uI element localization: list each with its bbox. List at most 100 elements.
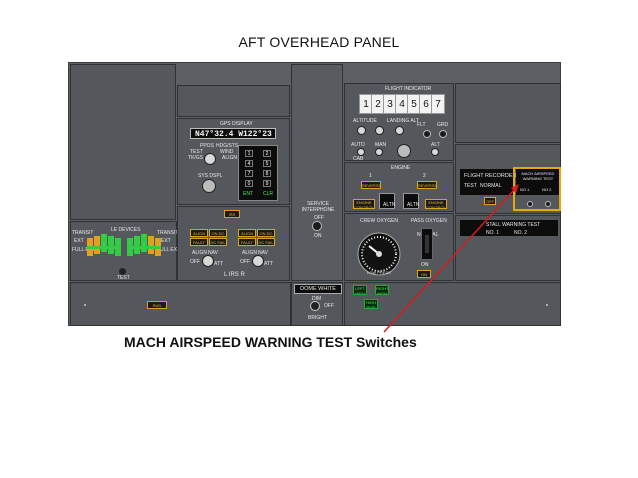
pass-oxygen-switch-guard[interactable]: [421, 228, 433, 260]
irs-right-align-light: ALIGN: [238, 229, 256, 237]
irs-display-selector-knob[interactable]: [204, 153, 216, 165]
le-test-switch[interactable]: [119, 268, 126, 275]
irs-right-nav-label: NAV: [258, 250, 268, 256]
le-devices-lights: [87, 234, 161, 256]
gps-display: N47°32.4 W122°23: [190, 128, 276, 139]
pressure-label-1: ALTITUDE: [353, 118, 377, 124]
stall-warning-label: STALL WARNING TEST: [486, 222, 541, 228]
key-5[interactable]: 5: [263, 160, 271, 167]
flt-grd-switch[interactable]: [423, 130, 431, 138]
irs-right-fault-light: FAULT: [238, 238, 256, 246]
mach-airspeed-no1-label: NO 1: [520, 187, 530, 192]
mach-airspeed-test-switch-1[interactable]: [527, 201, 533, 207]
pressure-label-3: FLT: [417, 122, 426, 128]
engine-1-eec-switch[interactable]: ALTN: [379, 193, 395, 209]
irs-right-align-label: ALIGN: [242, 250, 258, 256]
irs-annunciator: IRS: [224, 210, 240, 218]
stall-warning-no2-label: NO. 2: [514, 230, 528, 236]
dome-white-switch[interactable]: [310, 301, 320, 311]
landing-alt-knob[interactable]: [395, 126, 404, 135]
dome-white-label-plate: DOME WHITE: [294, 284, 342, 294]
irs-lr-label: L IRS R: [224, 272, 245, 278]
blank-panel-upper: [177, 85, 290, 117]
page-title: AFT OVERHEAD PANEL: [238, 34, 400, 50]
altitude-knob[interactable]: [357, 126, 366, 135]
dome-white-label: DOME WHITE: [300, 286, 336, 292]
blank-panel-left: [70, 64, 176, 220]
engine-1-label: 1: [369, 173, 372, 179]
high-rise-light: HIGH RISE: [364, 299, 378, 309]
le-devices-module: LE DEVICES TRANSIT EXT FULL EXT TRANSIT …: [70, 221, 181, 281]
flight-recorder-normal-label: NORMAL: [480, 183, 502, 189]
dome-white-module: DOME WHITE DIM OFF BRIGHT: [291, 282, 343, 326]
irs-right-mode-selector[interactable]: [252, 255, 264, 267]
pressure-knob-3[interactable]: [357, 148, 365, 156]
key-1[interactable]: 1: [245, 150, 253, 157]
irs-right-ondc-light: ON DC: [257, 229, 275, 237]
altitude-wheel-3[interactable]: 3: [383, 94, 397, 114]
key-0[interactable]: 0: [245, 180, 253, 187]
right-high-light: RIGHT HIGH: [375, 285, 389, 295]
irs-right-att-label: ATT: [264, 261, 274, 267]
auto-man-switch[interactable]: [439, 130, 447, 138]
pass-oxygen-switch[interactable]: [425, 235, 429, 253]
stall-warning-panel: STALL WARNING TEST NO. 1 NO. 2: [460, 220, 558, 236]
screw-icon: [545, 303, 549, 307]
mach-airspeed-no2-label: NO 2: [542, 187, 552, 192]
altitude-knob-2[interactable]: [375, 126, 384, 135]
left-high-light: LEFT HIGH: [353, 285, 367, 295]
pressure-mode-selector[interactable]: [397, 144, 411, 158]
altitude-wheel-7[interactable]: 7: [431, 94, 445, 114]
le-transit-label-right: TRANSIT: [157, 230, 179, 236]
crew-oxygen-scale: LOW PRESS: [367, 270, 391, 275]
pressure-label-4: GRD: [437, 122, 449, 128]
mach-airspeed-test-switch-2[interactable]: [545, 201, 551, 207]
mach-airspeed-panel: MACH AIRSPEED WARNING TEST NO 1 NO 2: [516, 169, 560, 195]
le-transit-label-left: TRANSIT: [72, 230, 94, 236]
le-full-ext-label-right: FULL EXT: [157, 247, 181, 253]
altitude-wheel-5[interactable]: 5: [407, 94, 421, 114]
key-2[interactable]: 2: [263, 150, 271, 157]
recorder-module: FLIGHT RECORDER TEST NORMAL OFF MACH AIR…: [455, 144, 561, 214]
key-7[interactable]: 7: [245, 170, 253, 177]
service-interphone-label: SERVICE INTERPHONE: [301, 201, 335, 213]
irs-keypad: 1 2 4 5 7 8 0 9 ENT CLR: [238, 145, 278, 201]
alt-label: ALT: [431, 142, 440, 148]
le-lights-left: [87, 234, 121, 256]
irs-mode-label-5: TK/GS: [188, 155, 204, 161]
irs-left-mode-selector[interactable]: [202, 255, 214, 267]
irs-left-ondc-light: ON DC: [209, 229, 227, 237]
key-4[interactable]: 4: [245, 160, 253, 167]
service-interphone-switch[interactable]: [312, 221, 322, 231]
engine-label: ENGINE: [391, 165, 411, 171]
service-interphone-off-label: OFF: [314, 215, 324, 221]
le-full-ext-label-left: FULL EXT: [72, 247, 96, 253]
irs-mode-label-2: HDG/STS: [216, 143, 239, 149]
bottom-left-module: RUD: [70, 282, 291, 326]
irs-left-nav-label: NAV: [208, 250, 218, 256]
pressure-knob-4[interactable]: [375, 148, 383, 156]
irs-left-align-light: ALIGN: [190, 229, 208, 237]
alt-knob[interactable]: [431, 148, 439, 156]
irs-left-dcfail-light: DC FAIL: [209, 238, 227, 246]
callout-caption: MACH AIRSPEED WARNING TEST Switches: [124, 334, 417, 350]
stall-warning-module: STALL WARNING TEST NO. 1 NO. 2: [455, 215, 561, 281]
engine-2-control-light: ENGINE CONTROL: [425, 199, 447, 209]
engine-1-altn-label: ALTN: [383, 202, 396, 208]
crew-oxygen-label: CREW OXYGEN: [359, 218, 399, 224]
stall-warning-no1-label: NO. 1: [486, 230, 500, 236]
le-ext-label-left: EXT: [74, 238, 84, 244]
irs-mode-module: IRS ALIGN ON DC ALIGN ON DC FAULT DC FAI…: [177, 206, 290, 281]
sys-dspl-label: SYS DSPL: [198, 173, 223, 179]
key-8[interactable]: 8: [263, 170, 271, 177]
irs-mode-label-6: ALIGN: [222, 155, 238, 161]
key-9[interactable]: 9: [263, 180, 271, 187]
blank-panel-right: [455, 83, 561, 143]
keypad-clr-label: CLR: [263, 191, 274, 197]
rudder-light: RUD: [147, 301, 167, 309]
engine-2-eec-switch[interactable]: ALTN: [403, 193, 419, 209]
sys-dspl-knob[interactable]: [202, 179, 216, 193]
pass-oxygen-on-light: ON: [417, 270, 431, 278]
